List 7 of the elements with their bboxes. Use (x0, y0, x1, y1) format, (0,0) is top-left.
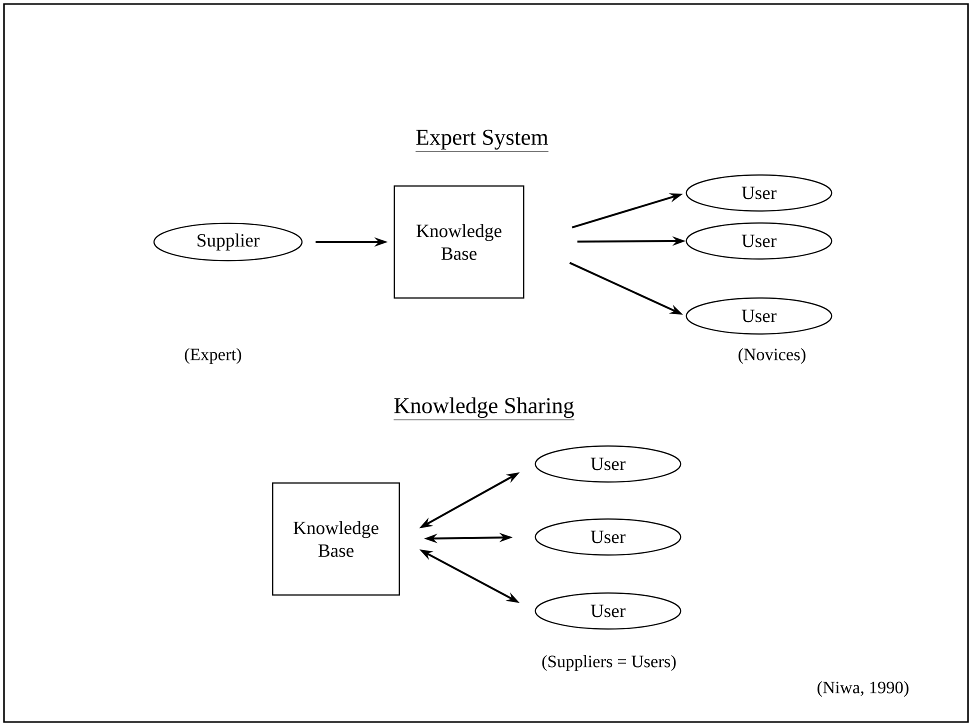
note-text: (Niwa, 1990) (818, 681, 908, 697)
note-text: (Expert) (184, 348, 242, 364)
section-heading: Knowledge Sharing (393, 397, 575, 420)
knowledge-box: Knowledge Base (394, 185, 524, 299)
knowledge-box: Knowledge Base (272, 482, 400, 596)
section-heading: Expert System (415, 130, 549, 152)
note-text: (Suppliers = Users) (542, 655, 676, 671)
